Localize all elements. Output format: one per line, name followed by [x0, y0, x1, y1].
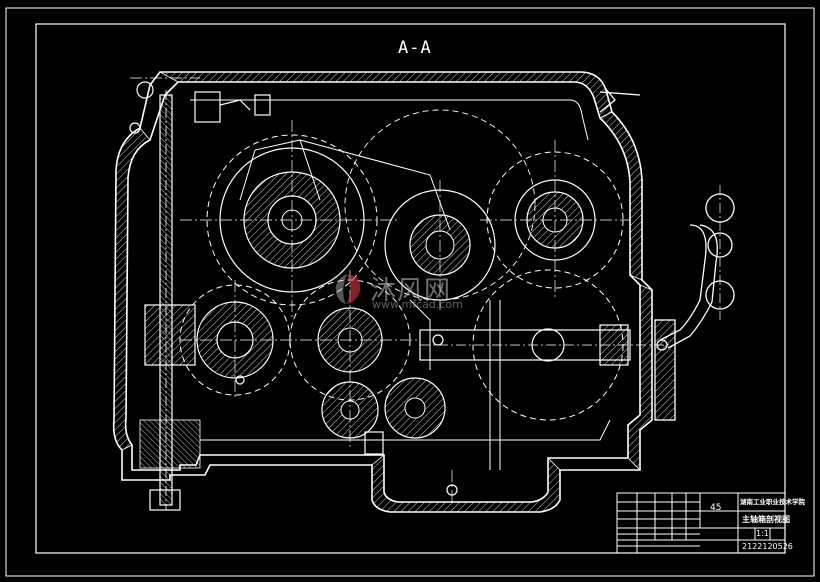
- inner-border: [35, 23, 786, 554]
- watermark-url: www.mfcad.com: [372, 298, 463, 311]
- title-block-drawing-name: 主轴箱剖视图: [742, 515, 790, 524]
- title-block-school: 湖南工业职业技术学院: [740, 498, 805, 506]
- top-left-fitting: [129, 81, 271, 134]
- bottom-fittings: [149, 334, 668, 511]
- mufeng-logo-icon: [335, 274, 361, 304]
- section-label: A-A: [398, 38, 432, 58]
- title-block-quantity: 45: [710, 503, 722, 513]
- title-block-scale: 1:1: [756, 529, 769, 538]
- linkage-lines: [239, 139, 501, 470]
- title-block-drawing-number: 2122120526: [742, 542, 793, 551]
- watermark: 沐风网 www.mfcad.com: [330, 270, 500, 311]
- outer-border: [5, 7, 815, 577]
- watermark-brand: 沐风网: [370, 276, 452, 306]
- gear-lower-small-right: [384, 377, 446, 439]
- right-handle: [599, 87, 735, 421]
- title-block-grid: [616, 492, 786, 554]
- shafts: [144, 90, 670, 510]
